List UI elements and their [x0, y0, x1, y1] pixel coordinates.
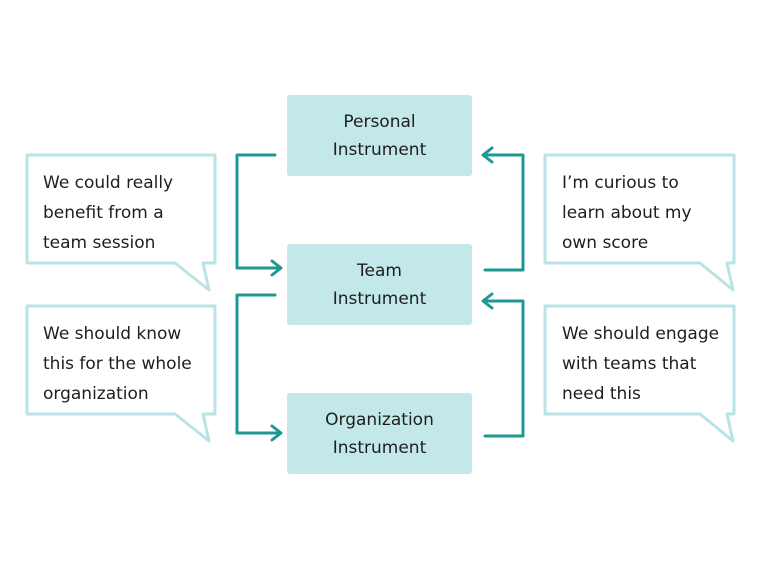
node-organization-instrument: Organization Instrument	[287, 393, 472, 474]
bubble-line: We should engage	[562, 324, 720, 344]
arrowhead-team-to-personal	[481, 146, 494, 164]
bubble-line: learn about my	[562, 203, 692, 223]
arrowhead-personal-to-team	[270, 259, 283, 277]
node-team-line1: Team	[357, 260, 402, 281]
speech-bubble-top-left-text: We could really benefit from a team sess…	[43, 168, 173, 258]
arrow-organization-to-team	[482, 299, 525, 438]
speech-bubble-top-right	[543, 153, 736, 292]
speech-bubble-bottom-right-text: We should engage with teams that need th…	[562, 319, 719, 409]
speech-bubble-top-right-text: I’m curious to learn about my own score	[562, 168, 692, 258]
arrow-team-to-organization	[235, 293, 282, 435]
speech-bubble-bottom-left-text: We should know this for the whole organi…	[43, 319, 192, 409]
arrow-personal-to-team	[235, 153, 282, 270]
speech-bubble-bottom-left	[25, 304, 217, 443]
node-organization-line1: Organization	[325, 409, 434, 430]
node-team-instrument: Team Instrument	[287, 244, 472, 325]
bubble-line: this for the whole	[43, 354, 192, 374]
arrowhead-organization-to-team	[481, 292, 494, 310]
node-organization-line2: Instrument	[332, 437, 427, 458]
bubble-line: We could really	[43, 173, 174, 193]
node-personal-line1: Personal	[343, 111, 416, 132]
bubble-line: need this	[562, 384, 641, 404]
arrowhead-team-to-organization	[270, 424, 283, 442]
speech-bubble-top-left	[25, 153, 217, 292]
speech-bubble-bottom-right	[543, 304, 736, 443]
bubble-line: team session	[43, 233, 156, 253]
arrow-team-to-personal	[482, 153, 525, 272]
bubble-line: We should know	[43, 324, 182, 344]
bubble-line: organization	[43, 384, 149, 404]
node-personal-line2: Instrument	[332, 139, 427, 160]
node-personal-instrument: Personal Instrument	[287, 95, 472, 176]
bubble-line: with teams that	[562, 354, 697, 374]
node-team-line2: Instrument	[332, 288, 427, 309]
bubble-line: benefit from a	[43, 203, 164, 223]
bubble-line: own score	[562, 233, 649, 253]
bubble-line: I’m curious to	[562, 173, 679, 193]
